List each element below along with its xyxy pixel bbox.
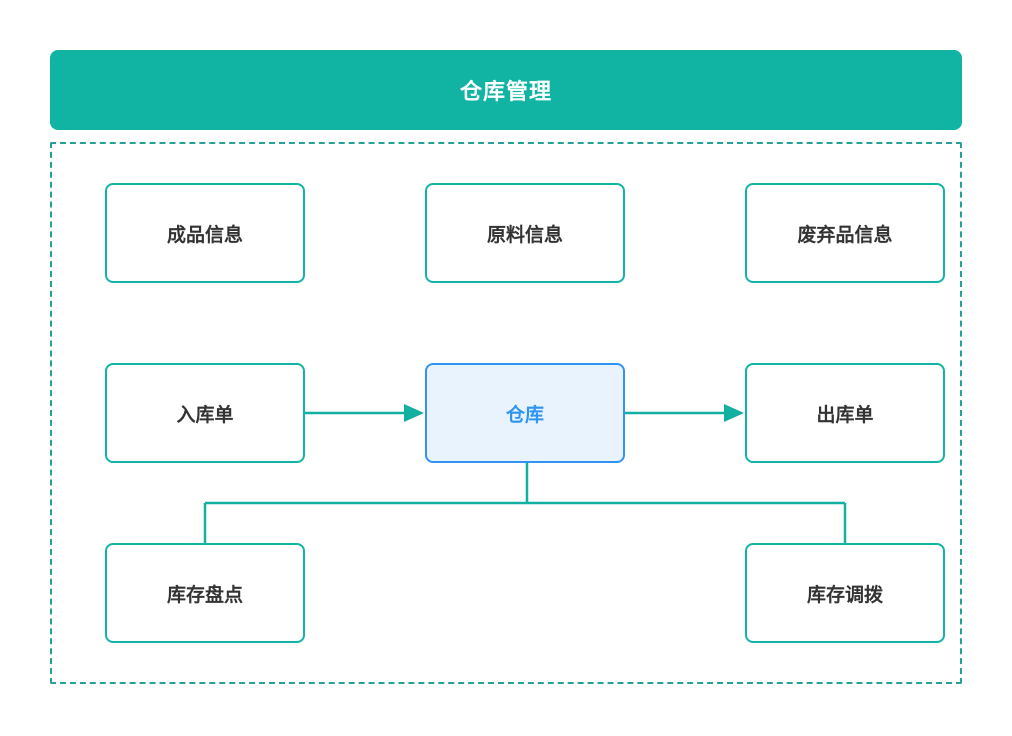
- node-label: 废弃品信息: [797, 224, 893, 246]
- node-label: 原料信息: [486, 224, 563, 246]
- node-inbound-order[interactable]: 入库单: [105, 363, 305, 463]
- diagram-header: 仓库管理: [50, 50, 962, 130]
- node-inventory-transfer[interactable]: 库存调拨: [745, 543, 945, 643]
- page-title: 仓库管理: [459, 79, 552, 104]
- node-label: 库存盘点: [166, 584, 243, 606]
- node-warehouse[interactable]: 仓库: [425, 363, 625, 463]
- node-label: 仓库: [505, 404, 544, 426]
- node-label: 入库单: [176, 404, 234, 426]
- node-inventory-count[interactable]: 库存盘点: [105, 543, 305, 643]
- node-waste-product-info[interactable]: 废弃品信息: [745, 183, 945, 283]
- diagram-boundary: [50, 142, 962, 684]
- node-raw-material-info[interactable]: 原料信息: [425, 183, 625, 283]
- node-label: 库存调拨: [806, 584, 883, 606]
- node-label: 出库单: [816, 404, 874, 426]
- node-finished-product-info[interactable]: 成品信息: [105, 183, 305, 283]
- node-label: 成品信息: [166, 224, 243, 246]
- node-outbound-order[interactable]: 出库单: [745, 363, 945, 463]
